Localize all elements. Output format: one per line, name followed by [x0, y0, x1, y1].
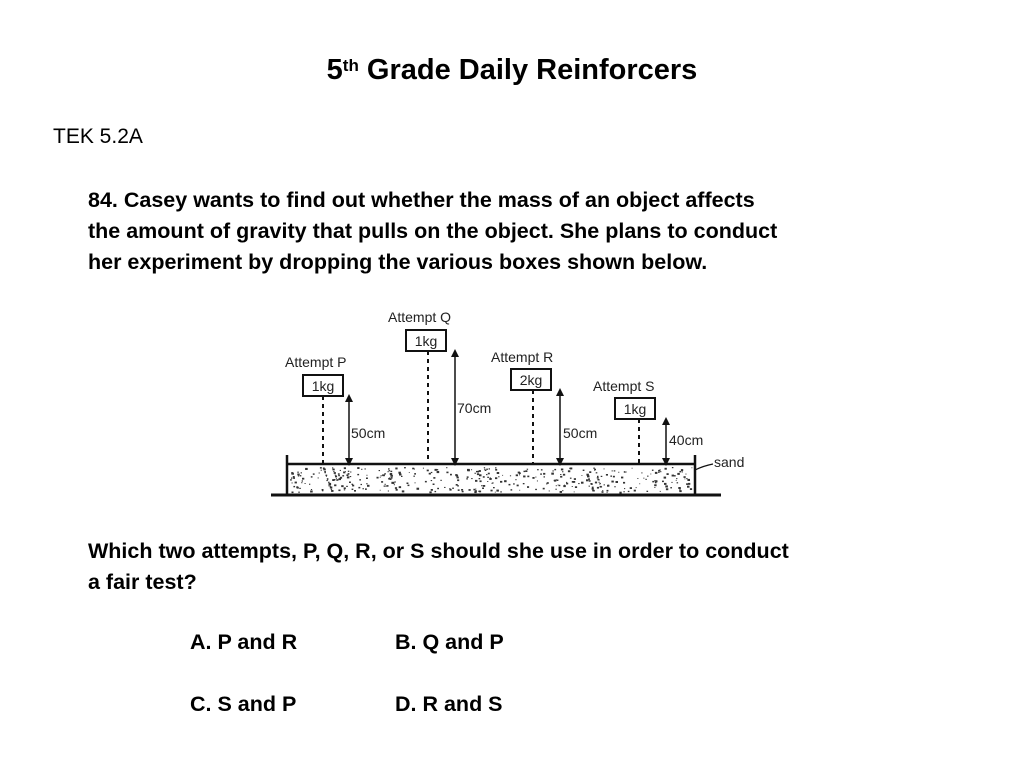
title-grade-number: 5: [326, 54, 343, 86]
answer-choice-c[interactable]: C. S and P: [190, 692, 297, 716]
attempt-label: Attempt Q: [388, 309, 451, 325]
mass-box: [510, 368, 552, 391]
height-label: 50cm: [351, 425, 385, 441]
mass-label: 2kg: [520, 372, 543, 388]
height-label: 70cm: [457, 400, 491, 416]
height-label: 50cm: [563, 425, 597, 441]
answer-choice-d[interactable]: D. R and S: [395, 692, 503, 716]
prompt-line: Which two attempts, P, Q, R, or S should…: [88, 539, 789, 563]
title-text: Grade Daily Reinforcers: [358, 54, 698, 86]
question-line: 84. Casey wants to find out whether the …: [88, 188, 755, 212]
attempt-label: Attempt R: [491, 349, 553, 365]
attempt-r: Attempt R 2kg 50cm: [491, 349, 597, 466]
sand-texture: [290, 467, 693, 494]
answer-choice-a[interactable]: A. P and R: [190, 630, 298, 654]
attempt-label: Attempt S: [593, 378, 654, 394]
sand-label: sand: [714, 454, 744, 470]
height-label: 40cm: [669, 432, 703, 448]
sand-tray: [271, 455, 721, 497]
prompt-text: Which two attempts, P, Q, R, or S should…: [88, 536, 968, 598]
experiment-diagram: Attempt P 1kg 50cm Attempt Q 1kg 70cm At…: [271, 309, 744, 497]
page-title: 5th Grade Daily Reinforcers: [0, 50, 1024, 90]
mass-label: 1kg: [624, 401, 647, 417]
tek-label: TEK 5.2A: [53, 125, 143, 148]
attempt-label: Attempt P: [285, 354, 346, 370]
attempt-p: Attempt P 1kg 50cm: [285, 354, 385, 466]
attempt-q: Attempt Q 1kg 70cm: [388, 309, 491, 466]
title-superscript: th: [342, 56, 359, 75]
mass-label: 1kg: [415, 333, 438, 349]
prompt-line: a fair test?: [88, 570, 197, 594]
question-line: the amount of gravity that pulls on the …: [88, 219, 778, 243]
mass-box: [614, 397, 656, 420]
attempt-s: Attempt S 1kg 40cm: [593, 378, 703, 466]
question-text: 84. Casey wants to find out whether the …: [88, 185, 948, 278]
answer-choice-b[interactable]: B. Q and P: [395, 630, 504, 654]
mass-label: 1kg: [312, 378, 335, 394]
mass-box: [405, 329, 447, 352]
question-line: her experiment by dropping the various b…: [88, 250, 708, 274]
